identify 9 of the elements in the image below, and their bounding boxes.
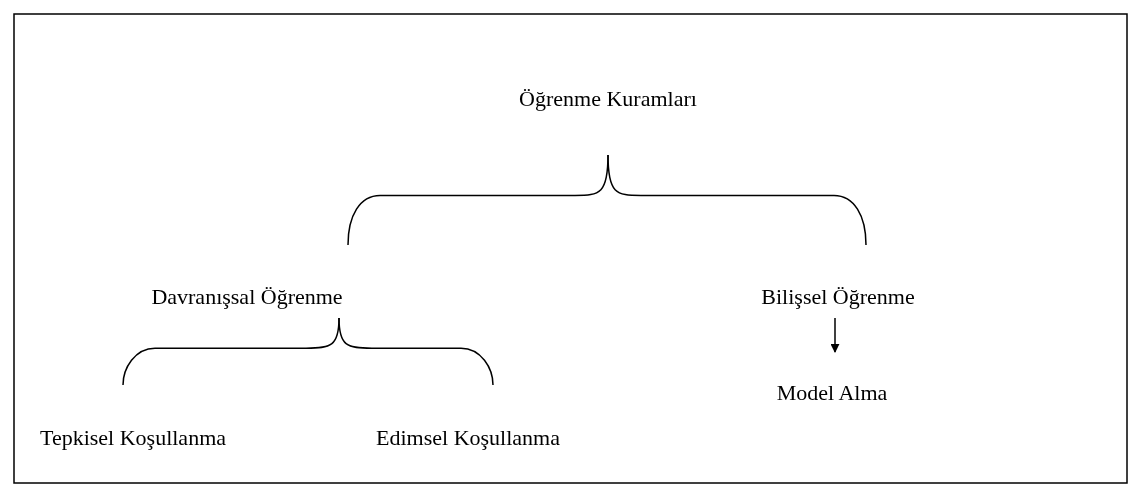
arrow [830, 317, 840, 353]
curly-brace [607, 154, 867, 246]
concept-label: Edimsel Koşullanma [376, 385, 560, 450]
concept-label: Öğrenme Kuramları [519, 86, 697, 155]
concept-label: Bilişsel Öğrenme [761, 245, 915, 318]
curly-brace [338, 317, 494, 386]
concept-label: Tepkisel Koşullanma [40, 385, 226, 450]
concept-label: Davranışsal Öğrenme [151, 245, 343, 318]
concept-label: Model Alma [776, 354, 888, 405]
